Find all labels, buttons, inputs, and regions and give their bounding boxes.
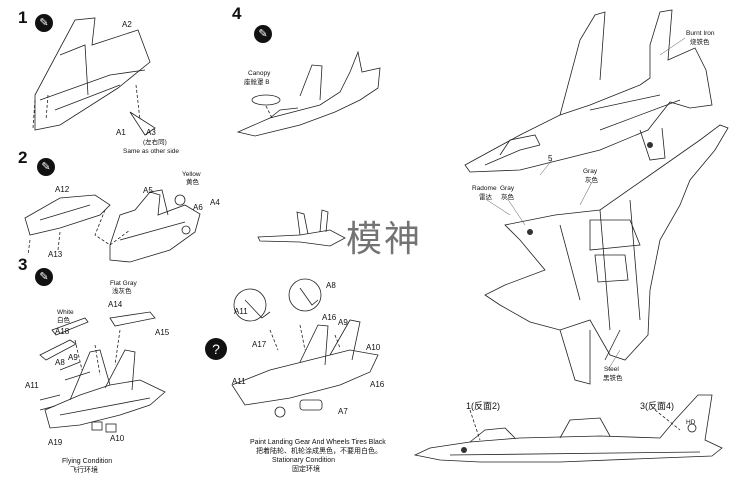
paint-callout-en: Gray <box>583 168 598 175</box>
part-label: A15 <box>155 328 170 337</box>
paint-callout-cn: 灰色 <box>501 194 514 201</box>
paint-callout-en: Burnt Iron <box>686 30 715 37</box>
color-en: Flat Gray <box>110 280 137 287</box>
part-label: A13 <box>48 250 63 259</box>
part-label: A3 <box>146 128 156 137</box>
side-view-decal-diagram <box>413 394 723 463</box>
glue-icon: ✎ <box>35 268 53 286</box>
part-label: A11 <box>232 377 246 386</box>
color-en: Yellow <box>182 171 201 178</box>
bottom-view-painting-diagram <box>484 124 729 385</box>
tail-mark: HD <box>686 419 696 426</box>
paint-callout-en: Radome <box>472 185 497 192</box>
part-label: A4 <box>210 198 220 207</box>
step-1-number: 1 <box>18 8 28 27</box>
part-label: A11 <box>234 307 248 316</box>
paint-callout-cn: 灰色 <box>585 177 598 184</box>
part-label: A16 <box>322 313 337 322</box>
caption-cn: 飞行环境 <box>70 467 98 474</box>
caption-en: Flying Condition <box>62 458 113 465</box>
part-label: A18 <box>55 327 70 336</box>
note-en: Same as other side <box>123 148 180 155</box>
part-label: A10 <box>366 343 381 352</box>
top-view-painting-diagram <box>464 9 713 173</box>
part-label: A16 <box>370 380 385 389</box>
watermark: 模神 <box>345 219 422 260</box>
glue-icon: ✎ <box>35 14 53 32</box>
part-label: A8 <box>55 358 65 367</box>
step-2-number: 2 <box>18 148 28 167</box>
step-3-number: 3 <box>18 255 28 274</box>
step2-intake-assembly-drawing <box>24 189 201 263</box>
part-label: Canopy <box>248 70 271 77</box>
part-label: A1 <box>116 128 126 137</box>
part-label: A10 <box>110 434 125 443</box>
step1-wing-assembly-drawing <box>32 17 156 136</box>
paint-callout-en: Gray <box>500 185 515 192</box>
part-label: A14 <box>108 300 123 309</box>
part-label: A5 <box>143 186 153 195</box>
part-label: A9 <box>338 318 348 327</box>
part-label: A8 <box>326 281 336 290</box>
step-4-number: 4 <box>232 4 242 23</box>
color-cn: 白色 <box>57 317 70 324</box>
part-label: A19 <box>48 438 63 447</box>
glue-icon: ✎ <box>37 158 55 176</box>
caption-cn: 固定环境 <box>292 466 320 473</box>
part-label: 座舱罩 B <box>244 79 270 86</box>
paint-callout-en: Steel <box>604 366 619 373</box>
color-cn: 黄色 <box>186 179 199 186</box>
part-label: A7 <box>338 407 348 416</box>
part-label: A17 <box>252 340 267 349</box>
caption-en: Paint Landing Gear And Wheels Tires Blac… <box>250 439 386 446</box>
caption-en: Stationary Condition <box>272 457 336 464</box>
part-label: A6 <box>193 203 203 212</box>
paint-callout-cn: 黑铁色 <box>603 375 623 382</box>
decal-label: 3(反面4) <box>640 401 675 411</box>
step4-canopy-assembly-drawing <box>236 50 381 137</box>
color-en: White <box>57 309 74 316</box>
decal-label: 1(反面2) <box>466 401 501 411</box>
part-label: A12 <box>55 185 70 194</box>
paint-callout-number: 5 <box>548 154 553 163</box>
question-icon: ? <box>205 338 227 360</box>
glue-icon: ✎ <box>254 25 272 43</box>
landing-gear-assembly-drawing <box>231 209 379 418</box>
part-label: A2 <box>122 20 132 29</box>
paint-callout-cn: 烧铁色 <box>690 39 710 46</box>
paint-callout-cn: 雷达 <box>479 194 492 201</box>
part-label: A9 <box>68 353 78 362</box>
color-cn: 浅灰色 <box>112 288 132 295</box>
part-label: A11 <box>25 381 39 390</box>
caption-cn: 把着陆轮、机轮涂成黑色，不要用白色。 <box>256 448 382 455</box>
step3-weapons-assembly-drawing <box>39 311 166 433</box>
note-cn: (左右同) <box>143 139 167 146</box>
